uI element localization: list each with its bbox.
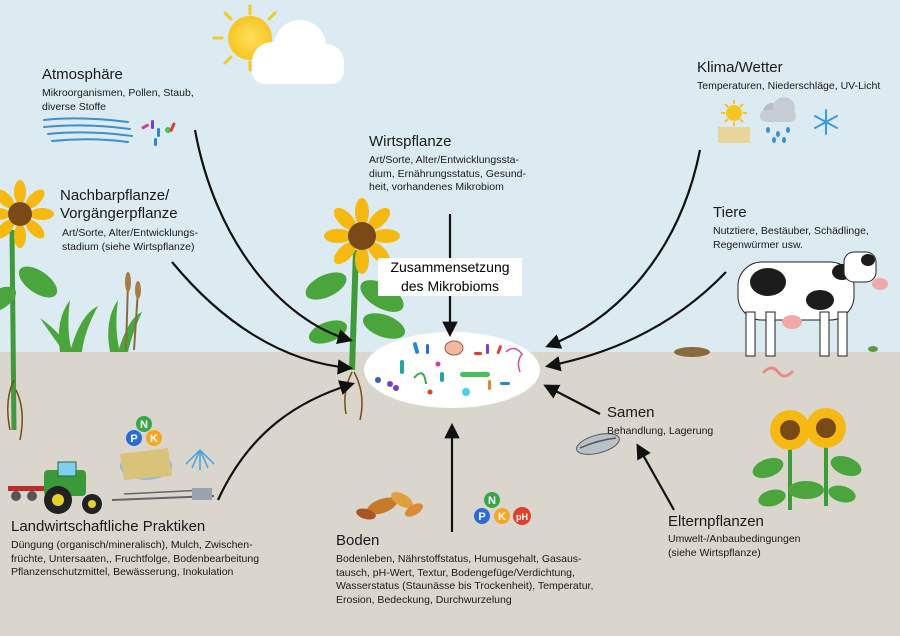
seed-desc: Behandlung, Lagerung bbox=[607, 425, 714, 437]
arrow-atmosphere bbox=[193, 129, 353, 345]
badge-n-left: N bbox=[140, 419, 148, 431]
soil-desc-line: Wasserstatus (Staunässe bis Trockenheit)… bbox=[336, 580, 594, 592]
practices-title: Landwirtschaftliche Praktiken bbox=[11, 518, 206, 535]
badge-n-soil: N bbox=[488, 495, 496, 507]
sprayer-illustration bbox=[111, 488, 215, 501]
microbiome-label-line: Zusammensetzung bbox=[390, 259, 510, 275]
microbiome-label-line: des Mikrobioms bbox=[400, 278, 500, 294]
seed-icon bbox=[576, 433, 620, 455]
climate-title: Klima/Wetter bbox=[697, 59, 783, 76]
soil-desc-line: Bodenleben, Nährstoffstatus, Humusgehalt… bbox=[336, 553, 582, 565]
host-plant-title: Wirtspflanze bbox=[369, 133, 452, 150]
fertilizer-sack-illustration bbox=[120, 448, 172, 480]
neighbor-sunflower bbox=[0, 180, 58, 441]
rain-icon bbox=[760, 97, 796, 143]
npk-ph-badges-soil: N P K pH bbox=[474, 492, 531, 525]
irrigation-icon bbox=[185, 449, 215, 470]
host-plant-desc-line: dium, Ernährungsstatus, Gesund- bbox=[369, 167, 526, 180]
host-plant-desc-line: Art/Sorte, Alter/Entwicklungssta- bbox=[369, 154, 519, 166]
climate-desc: Temperaturen, Niederschläge, UV-Licht bbox=[697, 80, 881, 92]
arrows bbox=[171, 129, 727, 532]
weather-icons bbox=[718, 97, 838, 143]
badge-ph-soil: pH bbox=[516, 512, 528, 522]
neighbor-title: Nachbarpflanze/ Vorgängerpflanze bbox=[60, 187, 178, 223]
cloud-icon bbox=[252, 20, 344, 84]
practices-desc: Düngung (organisch/mineralisch), Mulch, … bbox=[11, 539, 259, 580]
insect-icon bbox=[868, 346, 878, 352]
atmosphere-desc: Mikroorganismen, Pollen, Staub, diverse … bbox=[42, 87, 194, 114]
parent-plants-desc-line: (siehe Wirtspflanze) bbox=[668, 546, 761, 559]
snowflake-icon bbox=[814, 109, 838, 135]
neighbor-desc: Art/Sorte, Alter/Entwicklungs- stadium (… bbox=[62, 227, 198, 254]
microbiome-ellipse bbox=[364, 332, 540, 408]
arrow-practices bbox=[216, 380, 355, 501]
parent-plants-desc: Umwelt-/Anbaubedingungen (siehe Wirtspfl… bbox=[668, 533, 801, 560]
arrow-seed bbox=[543, 384, 601, 415]
tractor-illustration bbox=[8, 461, 102, 514]
practices-desc-line: Düngung (organisch/mineralisch), Mulch, … bbox=[11, 539, 253, 551]
badge-k-left: K bbox=[150, 433, 158, 445]
npk-badges-left: N P K bbox=[126, 416, 162, 446]
microbe-icons-atmosphere bbox=[141, 120, 176, 146]
animals-desc-line: Nutztiere, Bestäuber, Schädlinge, bbox=[713, 225, 869, 237]
microbe-icons bbox=[375, 340, 523, 396]
practices-desc-line: Pflanzenschutzmittel, Bewässerung, Inoku… bbox=[11, 566, 234, 578]
arrow-animals bbox=[544, 271, 727, 372]
seed-title: Samen bbox=[607, 404, 655, 421]
atmosphere-title: Atmosphäre bbox=[42, 66, 123, 83]
neighbor-desc-line: stadium (siehe Wirtspflanze) bbox=[62, 240, 195, 253]
practices-desc-line: früchte, Untersaaten,, Fruchtfolge, Bode… bbox=[11, 552, 260, 565]
microbiome-composition-label: Zusammensetzung des Mikrobioms bbox=[378, 258, 522, 296]
badge-p-soil: P bbox=[478, 511, 485, 523]
soil-desc: Bodenleben, Nährstoffstatus, Humusgehalt… bbox=[336, 553, 593, 607]
soil-desc-line: tausch, pH-Wert, Textur, Bodengefüge/Ver… bbox=[336, 566, 575, 579]
arrow-climate bbox=[545, 149, 702, 349]
neighbor-title-line: Nachbarpflanze/ bbox=[60, 187, 170, 204]
animals-desc-line: Regenwürmer usw. bbox=[713, 238, 803, 251]
arrow-neighbor bbox=[171, 261, 354, 375]
neighbor-title-line: Vorgängerpflanze bbox=[60, 205, 178, 222]
heat-icon bbox=[718, 100, 750, 143]
leaf-litter-illustration bbox=[356, 492, 424, 520]
cow-illustration bbox=[737, 251, 888, 357]
earthworm-icon bbox=[762, 366, 794, 378]
badge-k-soil: K bbox=[498, 511, 506, 523]
manure-icon bbox=[674, 347, 710, 357]
parent-plants-title: Elternpflanzen bbox=[668, 513, 764, 530]
atmosphere-desc-line: Mikroorganismen, Pollen, Staub, bbox=[42, 87, 194, 99]
arrow-parents bbox=[636, 443, 675, 511]
soil-desc-line: Erosion, Bedeckung, Durchwurzelung bbox=[336, 593, 512, 606]
reed-plant bbox=[125, 281, 139, 351]
parent-plants-desc-line: Umwelt-/Anbaubedingungen bbox=[668, 533, 801, 545]
neighbor-desc-line: Art/Sorte, Alter/Entwicklungs- bbox=[62, 227, 198, 239]
animals-title: Tiere bbox=[713, 204, 747, 221]
atmosphere-desc-line: diverse Stoffe bbox=[42, 100, 107, 113]
soil-title: Boden bbox=[336, 532, 380, 549]
wind-icon bbox=[43, 117, 133, 143]
animals-desc: Nutztiere, Bestäuber, Schädlinge, Regenw… bbox=[713, 225, 869, 252]
parent-sunflowers bbox=[752, 408, 862, 510]
host-plant-desc-line: heit, vorhandenes Mikrobiom bbox=[369, 181, 504, 193]
host-plant-desc: Art/Sorte, Alter/Entwicklungssta- dium, … bbox=[369, 154, 526, 195]
badge-p-left: P bbox=[130, 433, 137, 445]
